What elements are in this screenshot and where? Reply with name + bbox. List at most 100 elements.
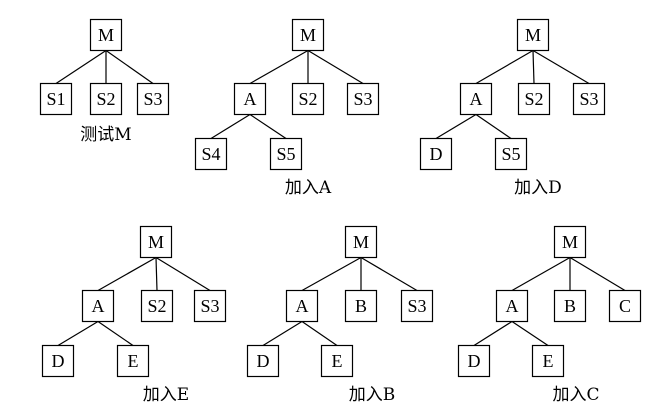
node-label: S5	[501, 144, 520, 164]
tree-diagram-3: M A S2 S3D S5 加入D	[419, 18, 606, 198]
node-box	[285, 289, 319, 323]
node-label: C	[619, 296, 631, 316]
tree-node-s5: S5	[494, 137, 528, 171]
node-box	[531, 344, 565, 378]
tree-edge	[511, 321, 549, 346]
tree-edge	[105, 50, 154, 84]
tree-node-s3: S3	[136, 82, 170, 116]
tree-edge	[301, 321, 338, 346]
node-label: A	[506, 296, 519, 316]
node-box	[553, 225, 587, 259]
node-box	[246, 344, 280, 378]
tree-edge	[360, 256, 418, 292]
node-box	[457, 344, 491, 378]
node-label: S2	[147, 296, 166, 316]
tree-node-s4: S4	[194, 137, 228, 171]
node-label: S1	[46, 89, 65, 109]
tree-node-m: M	[89, 18, 123, 52]
node-label: A	[470, 89, 483, 109]
tree-node-m: M	[344, 225, 378, 259]
node-label: S3	[353, 89, 372, 109]
tree-node-d: D	[246, 344, 280, 378]
node-label: S3	[407, 296, 426, 316]
node-label: M	[562, 232, 578, 252]
node-label: M	[148, 232, 164, 252]
tree-edge	[473, 320, 513, 347]
node-box	[572, 82, 606, 116]
tree-node-d: D	[41, 344, 75, 378]
tree-node-s3: S3	[400, 289, 434, 323]
node-label: S2	[298, 89, 317, 109]
node-box	[81, 289, 115, 323]
diagram-caption: 加入E	[143, 385, 189, 405]
tree-edge	[57, 320, 99, 347]
tree-node-d: D	[419, 137, 453, 171]
node-box	[494, 137, 528, 171]
diagram-caption: 加入B	[349, 385, 396, 405]
tree-node-a: A	[495, 289, 529, 323]
node-label: A	[92, 296, 105, 316]
node-box	[136, 82, 170, 116]
tree-edge	[97, 256, 157, 292]
node-box	[344, 225, 378, 259]
tree-node-m: M	[139, 225, 173, 259]
tree-diagram-4: M A S2 S3D E 加入E	[41, 225, 227, 405]
node-box	[233, 82, 267, 116]
node-label: M	[353, 232, 369, 252]
tree-node-m: M	[291, 18, 325, 52]
node-label: M	[300, 25, 316, 45]
node-box	[608, 289, 642, 323]
node-box	[116, 344, 150, 378]
tree-edge	[97, 321, 134, 346]
node-box	[516, 18, 550, 52]
tree-node-s2: S2	[291, 82, 325, 116]
tree-node-s2: S2	[89, 82, 123, 116]
tree-node-s5: S5	[269, 137, 303, 171]
tree-node-d: D	[457, 344, 491, 378]
node-box	[553, 289, 587, 323]
node-label: S5	[276, 144, 295, 164]
tree-edge	[511, 256, 571, 292]
node-box	[400, 289, 434, 323]
node-box	[320, 344, 354, 378]
tree-node-a: A	[233, 82, 267, 116]
node-label: S2	[524, 89, 543, 109]
diagram-caption: 加入A	[285, 178, 332, 198]
node-label: E	[543, 351, 554, 371]
diagram-caption: 加入D	[514, 178, 562, 198]
node-label: S3	[143, 89, 162, 109]
node-box	[346, 82, 380, 116]
node-box	[39, 82, 73, 116]
tree-node-a: A	[81, 289, 115, 323]
tree-node-e: E	[116, 344, 150, 378]
node-box	[419, 137, 453, 171]
tree-edge	[569, 256, 626, 292]
tree-edge	[307, 49, 364, 85]
tree-node-s1: S1	[39, 82, 73, 116]
node-box	[140, 289, 174, 323]
node-label: M	[98, 25, 114, 45]
tree-diagram-1: M S1 S2 S3 测试M	[39, 18, 170, 145]
tree-node-a: A	[459, 82, 493, 116]
tree-edge	[155, 257, 158, 291]
tree-node-s3: S3	[572, 82, 606, 116]
tree-edge	[155, 256, 211, 292]
node-box	[517, 82, 551, 116]
node-label: A	[296, 296, 309, 316]
node-label: S4	[201, 144, 220, 164]
node-label: M	[525, 25, 541, 45]
node-box	[459, 82, 493, 116]
tree-node-b: B	[553, 289, 587, 323]
node-label: S3	[200, 296, 219, 316]
diagram-caption: 测试M	[80, 125, 131, 145]
node-box	[344, 289, 378, 323]
node-box	[194, 137, 228, 171]
tree-edge	[249, 114, 287, 139]
node-box	[139, 225, 173, 259]
tree-node-e: E	[531, 344, 565, 378]
node-box	[89, 18, 123, 52]
